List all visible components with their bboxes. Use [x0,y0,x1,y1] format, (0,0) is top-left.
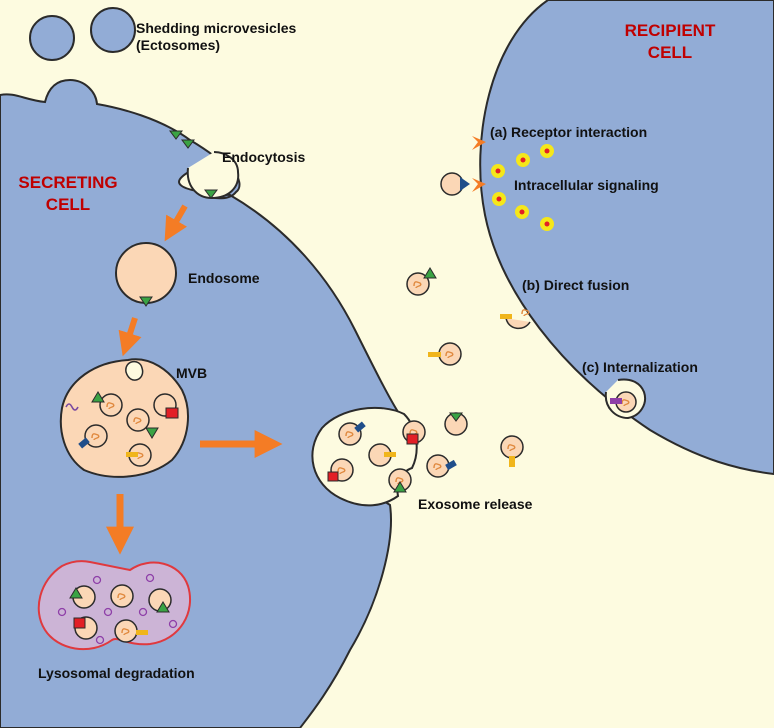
label-shedding: Shedding microvesicles (Ectosomes) [136,20,296,54]
label-recipient-cell: RECIPIENT CELL [612,20,728,64]
label-lysosomal-degradation: Lysosomal degradation [38,665,195,681]
green-protein-icon [181,139,195,149]
endocytic-pit [186,151,240,200]
internalization [604,378,646,420]
direct-fusion [500,309,531,330]
label-endosome: Endosome [188,270,260,286]
released-exosomes [327,412,524,493]
label-internalization: (c) Internalization [582,359,698,375]
green-protein-icon [139,296,153,307]
receptor-interaction [440,136,486,196]
label-secreting-line2: CELL [45,195,91,214]
label-secreting-cell: SECRETING CELL [9,172,127,216]
free-exosomes [406,267,462,366]
label-shedding-line2: (Ectosomes) [136,37,221,53]
label-intracellular-signaling: Intracellular signaling [514,177,659,193]
green-protein-icon [169,130,183,140]
label-secreting-line1: SECRETING [18,173,118,192]
mvb [59,358,189,478]
green-protein-icon [204,189,218,199]
label-shedding-line1: Shedding microvesicles [136,20,297,36]
label-exosome-release: Exosome release [418,496,533,512]
label-endocytosis: Endocytosis [222,149,306,165]
arrow-endocytosis-to-endosome [164,204,188,242]
label-receptor-interaction: (a) Receptor interaction [490,124,648,140]
arrow-endosome-to-mvb [118,317,142,357]
lysosome [37,560,191,651]
endosome [115,242,177,304]
recipient-cell [479,0,774,476]
label-recipient-line1: RECIPIENT [624,21,716,40]
label-mvb: MVB [176,365,208,381]
signaling-dots [491,144,554,231]
label-direct-fusion: (b) Direct fusion [522,277,630,293]
label-recipient-line2: CELL [647,43,693,62]
ectosomes [29,7,136,61]
